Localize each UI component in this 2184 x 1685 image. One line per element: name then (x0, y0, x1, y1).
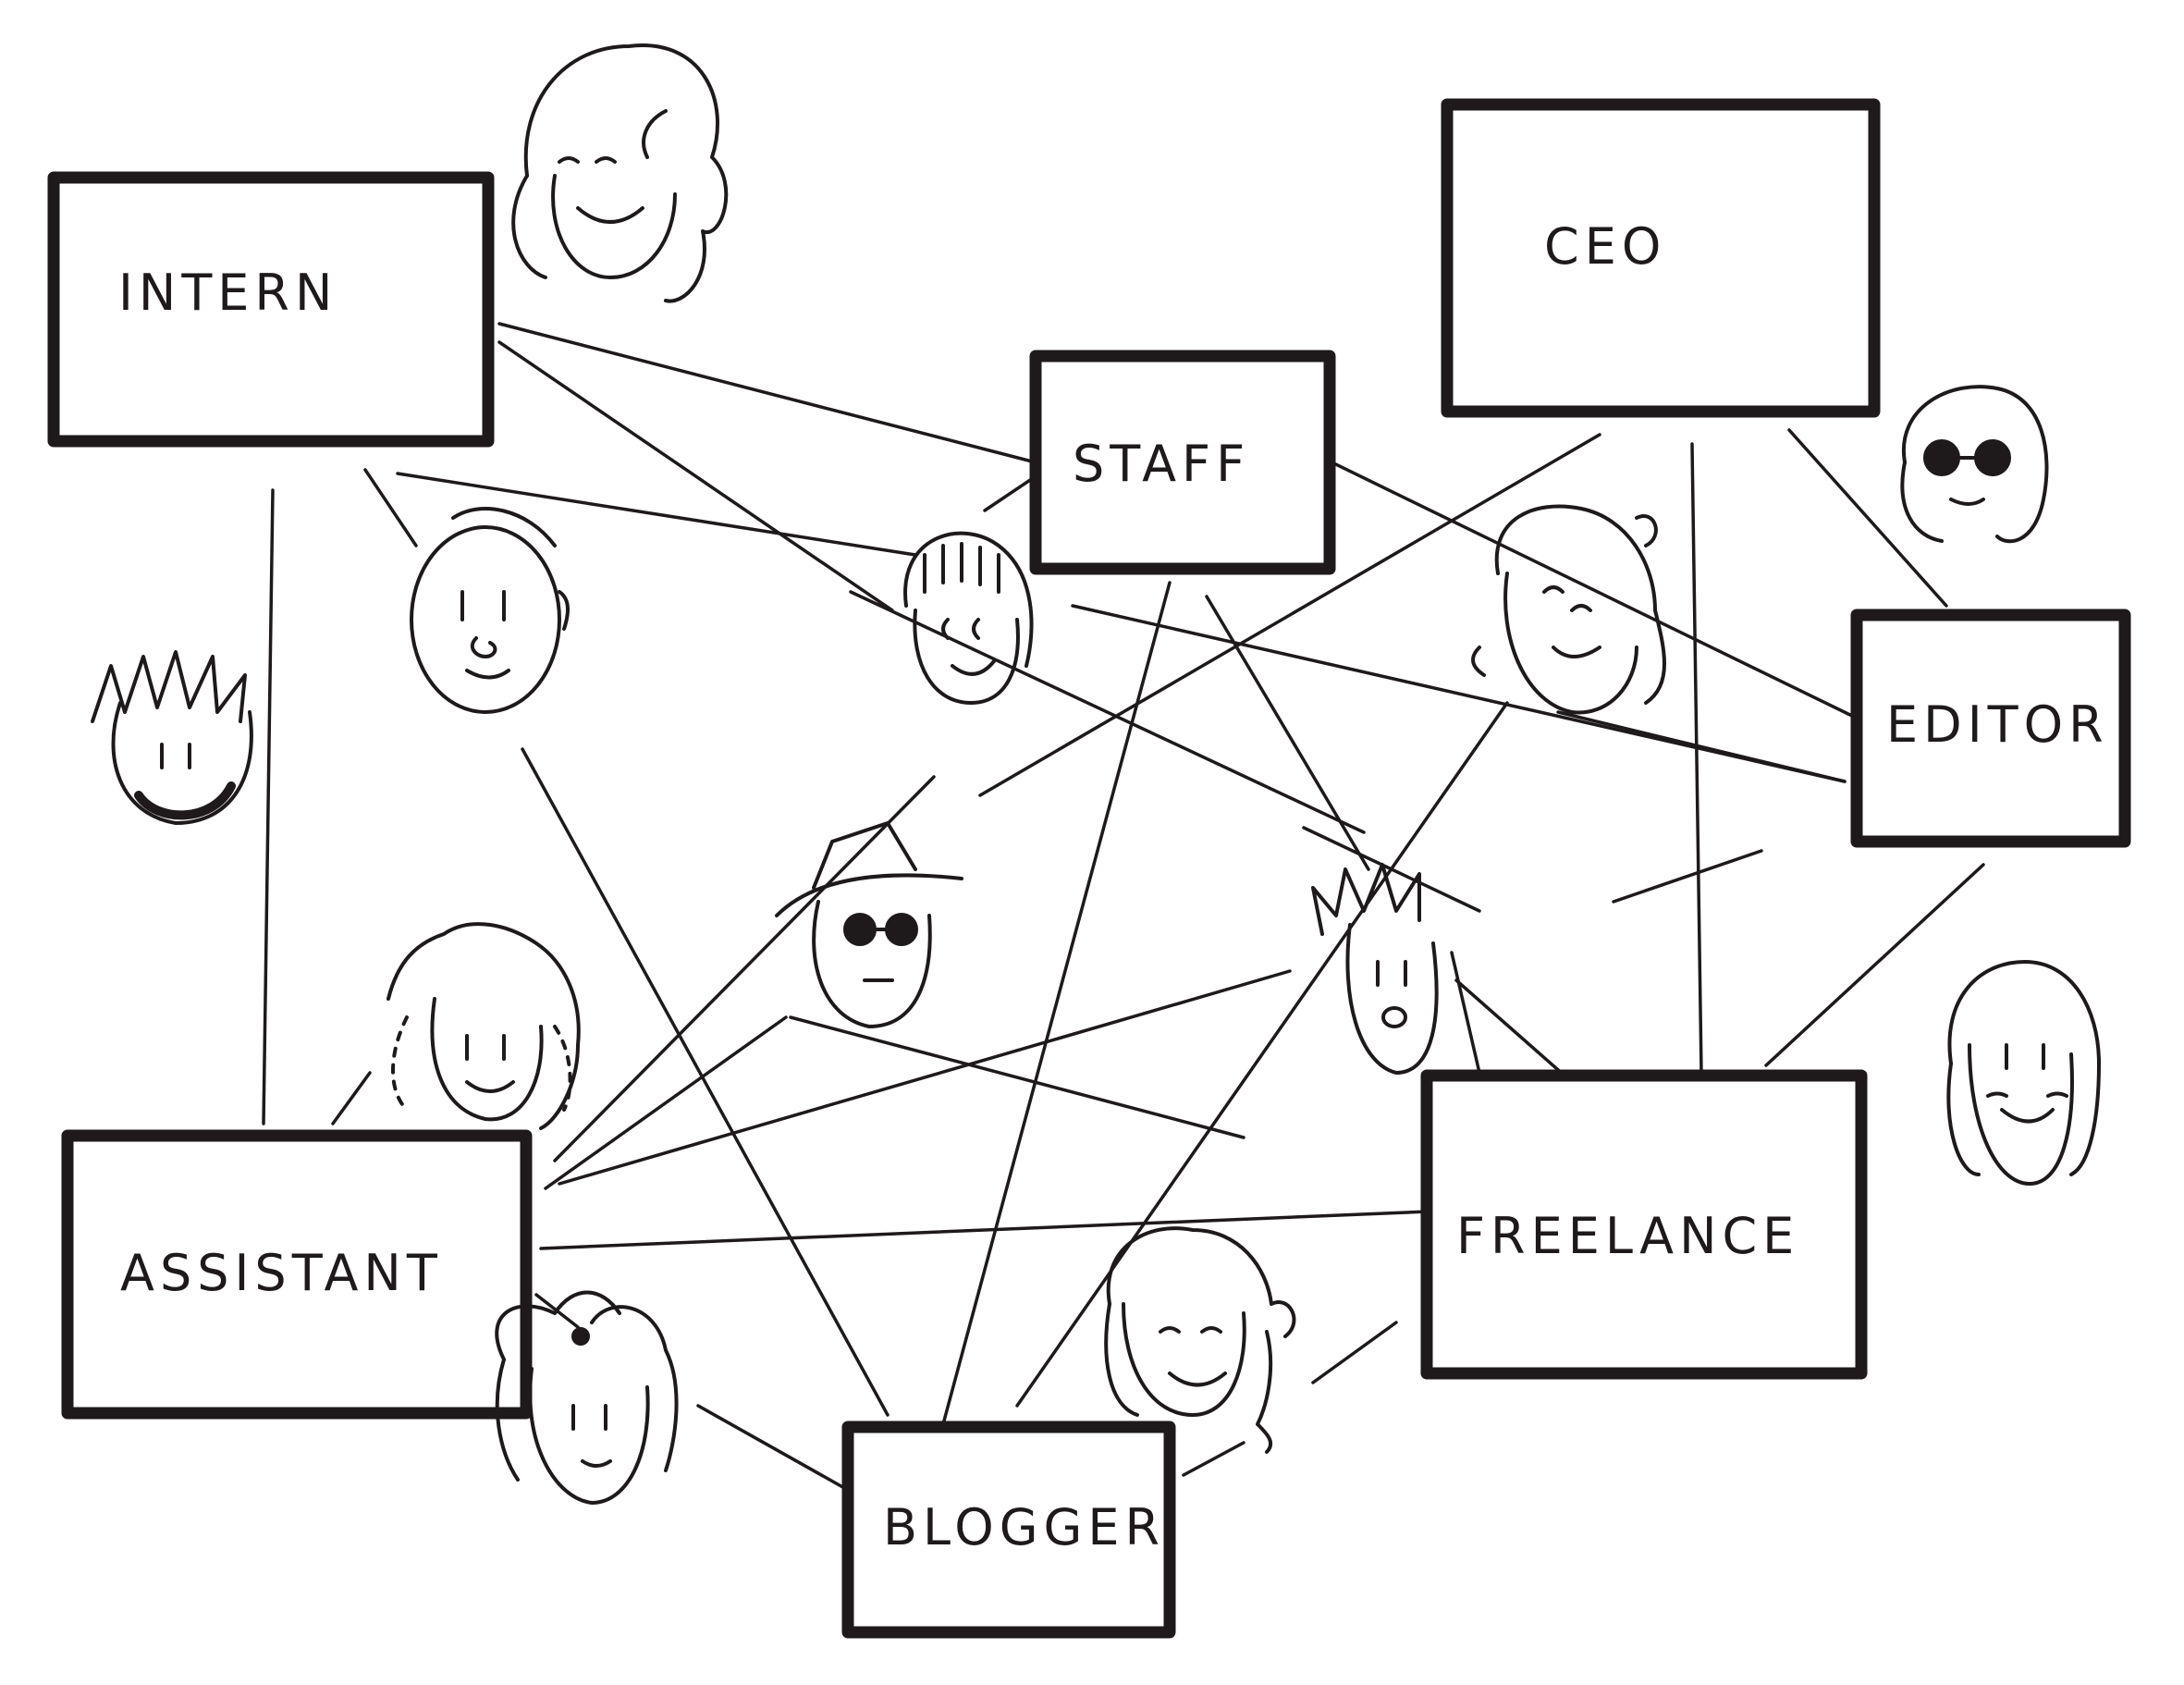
bob-hair-face-icon (903, 531, 1034, 705)
connection-line (1612, 849, 1763, 904)
connection-line (558, 969, 1292, 1186)
connection-line (1015, 701, 1509, 1408)
pigtails-girl-face-icon (495, 1290, 679, 1505)
connection-line (789, 1015, 1245, 1139)
connection-line (1311, 451, 1856, 719)
connection-line (1182, 1441, 1245, 1477)
connection-line (1450, 951, 1481, 1075)
editor-box (1850, 609, 2131, 848)
blogger-label: BLOGGER (883, 1498, 1165, 1556)
intern-label: INTERN (118, 264, 337, 322)
connection-line (497, 322, 1037, 464)
long-hair-woman-face-icon (511, 43, 729, 303)
connection-line (497, 340, 894, 612)
connection-line (1071, 604, 1847, 783)
assistant-label: ASSISTANT (120, 1244, 443, 1302)
spiky-hair-face-icon (1311, 863, 1439, 1075)
connection-line (1764, 863, 1985, 1067)
connection-line (1690, 442, 1703, 1075)
connection-line (1454, 978, 1574, 1084)
connection-line (941, 581, 1172, 1426)
bald-man-face-icon (410, 507, 570, 714)
staff-box (1029, 350, 1336, 575)
connection-line (262, 488, 275, 1125)
connection-line (1311, 1321, 1398, 1384)
straight-hair-face-icon (1946, 960, 2101, 1186)
connection-line (978, 433, 1601, 797)
editor-label: EDITOR (1886, 695, 2109, 754)
staff-label: STAFF (1073, 435, 1250, 493)
connection-line (521, 747, 890, 1417)
connection-line (553, 775, 936, 1162)
connection-line (1302, 826, 1481, 913)
connection-line (1556, 710, 1847, 783)
freelance-box (1420, 1069, 1868, 1380)
spiky-hair-bearded-face-icon (91, 650, 253, 825)
connection-line (544, 1015, 788, 1190)
ceo-box (1441, 98, 1881, 418)
hat-sunglasses-face-icon (775, 821, 963, 1028)
connection-line (331, 1071, 372, 1125)
freelance-label: FREELANCE (1456, 1207, 1799, 1265)
role-boxes (47, 98, 2131, 1639)
assistant-box (61, 1129, 533, 1420)
connection-line (1205, 595, 1370, 871)
connection-line (1787, 428, 1948, 608)
wavy-hair-woman-face-icon (1471, 504, 1666, 715)
sunglasses-face-icon (1900, 385, 2049, 544)
ceo-label: CEO (1544, 217, 1666, 276)
intern-box (47, 171, 495, 448)
connection-line (396, 472, 917, 557)
blonde-woman-face-icon (1104, 1226, 1296, 1454)
curly-hair-face-icon (386, 922, 581, 1130)
connection-line (363, 468, 418, 547)
connection-lines (262, 322, 1985, 1491)
connection-line (696, 1404, 848, 1491)
connection-line (539, 1210, 1430, 1250)
connection-line (849, 590, 1366, 834)
blogger-box (841, 1421, 1176, 1639)
